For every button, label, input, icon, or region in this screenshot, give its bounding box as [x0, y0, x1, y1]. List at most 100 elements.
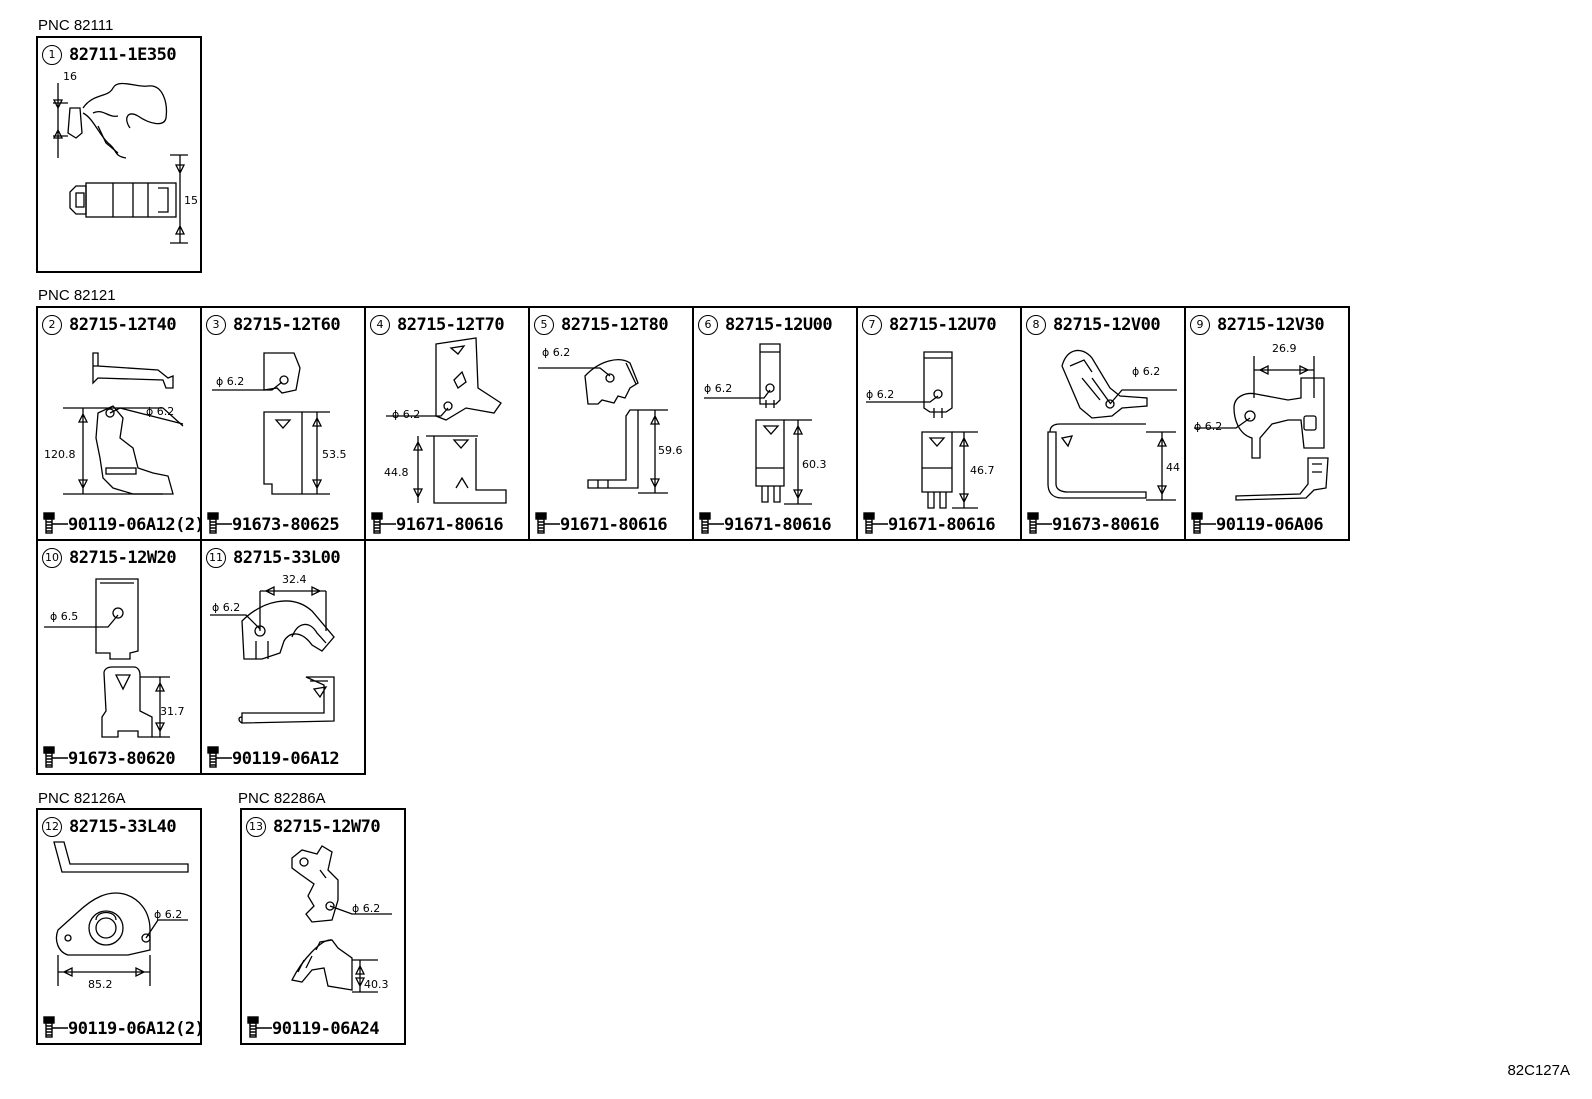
dimension-label: ϕ 6.5: [50, 610, 79, 623]
bolt-callout: 91673-80616: [1026, 511, 1160, 535]
bolt-callout: 90119-06A12(2): [42, 1015, 205, 1039]
panel-header: 13 82715-12W70: [246, 816, 381, 838]
bolt-callout: 91671-80616: [534, 511, 668, 535]
part-panel[interactable]: 3 82715-12T60 ϕ 6.2 53.5 91673-80625: [200, 306, 366, 541]
part-number: 82715-12T70: [397, 315, 505, 335]
bolt-part-number: 90119-06A06: [1216, 515, 1324, 535]
dimension-label: 40.3: [364, 978, 389, 991]
dimension-label: 44: [1166, 461, 1180, 474]
part-panel[interactable]: 5 82715-12T80 ϕ 6.2 59.6 91671-80616: [528, 306, 694, 541]
dimension-label: 16: [63, 70, 77, 83]
dimension-label: 53.5: [322, 448, 347, 461]
bolt-callout: 91671-80616: [862, 511, 996, 535]
bracket-drawing: [1194, 356, 1329, 501]
part-number: 82715-33L00: [233, 548, 341, 568]
part-number: 82715-12T60: [233, 315, 341, 335]
part-panel[interactable]: 7 82715-12U70 ϕ 6.2 46.7 91671-80616: [856, 306, 1022, 541]
callout-number: 11: [206, 548, 226, 568]
part-panel[interactable]: 10 82715-12W20 ϕ 6.5 31.7 91673-80620: [36, 539, 202, 775]
dimension-label: ϕ 6.2: [1194, 420, 1223, 433]
callout-number: 7: [862, 315, 882, 335]
part-number: 82715-12W20: [69, 548, 177, 568]
bolt-callout: 90119-06A24: [246, 1015, 380, 1039]
bolt-callout: 90119-06A06: [1190, 511, 1324, 535]
bracket-drawing: [291, 845, 392, 993]
callout-number: 8: [1026, 315, 1046, 335]
dimension-label: ϕ 6.2: [154, 908, 183, 921]
dimension-label: ϕ 6.2: [212, 601, 241, 614]
panel-header: 4 82715-12T70: [370, 314, 505, 336]
bolt-icon: [43, 1016, 68, 1038]
dimension-label: ϕ 6.2: [392, 408, 421, 421]
panel-header: 3 82715-12T60: [206, 314, 341, 336]
panel-header: 5 82715-12T80: [534, 314, 669, 336]
panel-header: 11 82715-33L00: [206, 547, 341, 569]
panel-header: 9 82715-12V30: [1190, 314, 1325, 336]
part-panel[interactable]: 9 82715-12V30 26.9 ϕ 6.2 90119-06A06: [1184, 306, 1350, 541]
bolt-callout: 90119-06A12: [206, 745, 340, 769]
dimension-label: ϕ 6.2: [866, 388, 895, 401]
part-number: 82715-12V30: [1217, 315, 1325, 335]
dimension-label: ϕ 6.2: [216, 375, 245, 388]
bolt-callout: 91671-80616: [370, 511, 504, 535]
part-panel[interactable]: 11 82715-33L00 32.4 ϕ 6.2 90119-06A12: [200, 539, 366, 775]
bolt-icon: [1191, 512, 1216, 534]
part-number: 82715-12V00: [1053, 315, 1161, 335]
bolt-icon: [371, 512, 396, 534]
dimension-label: 44.8: [384, 466, 409, 479]
dimension-label: 59.6: [658, 444, 683, 457]
part-number: 82715-12U70: [889, 315, 997, 335]
part-number: 82715-12U00: [725, 315, 833, 335]
dimension-label: 46.7: [970, 464, 995, 477]
bracket-drawing: [210, 585, 335, 724]
part-number: 82715-12T40: [69, 315, 177, 335]
bolt-part-number: 90119-06A24: [272, 1019, 380, 1039]
bracket-drawing: [866, 351, 978, 509]
bracket-drawing: [212, 352, 330, 495]
part-panel[interactable]: 4 82715-12T70 ϕ 6.2 44.8 91671-80616: [364, 306, 530, 541]
callout-number: 12: [42, 817, 62, 837]
part-panel[interactable]: 13 82715-12W70 ϕ 6.2 40.3 90119-06A24: [240, 808, 406, 1045]
callout-number: 2: [42, 315, 62, 335]
dimension-label: ϕ 6.2: [146, 405, 175, 418]
callout-number: 9: [1190, 315, 1210, 335]
bolt-part-number: 90119-06A12(2): [68, 515, 205, 535]
bolt-callout: 90119-06A12(2): [42, 511, 205, 535]
dimension-label: ϕ 6.2: [704, 382, 733, 395]
dimension-label: ϕ 6.2: [542, 346, 571, 359]
bolt-callout: 91673-80620: [42, 745, 176, 769]
panel-header: 7 82715-12U70: [862, 314, 997, 336]
dimension-label: ϕ 6.2: [1132, 365, 1161, 378]
part-panel[interactable]: 12 82715-33L40 ϕ 6.2 85.2 90119-06A12(2): [36, 808, 205, 1045]
bolt-part-number: 91671-80616: [724, 515, 832, 535]
panel-header: 2 82715-12T40: [42, 314, 177, 336]
clip-drawing: [52, 82, 188, 244]
bracket-drawing: [63, 352, 184, 495]
bolt-callout: 91671-80616: [698, 511, 832, 535]
bracket-drawing: [704, 343, 812, 505]
part-panel[interactable]: 6 82715-12U00 ϕ 6.2 60.3 91671-80616: [692, 306, 858, 541]
bolt-part-number: 91671-80616: [560, 515, 668, 535]
bolt-icon: [207, 512, 232, 534]
callout-number: 13: [246, 817, 266, 837]
dimension-label: 31.7: [160, 705, 185, 718]
bolt-icon: [247, 1016, 272, 1038]
part-panel[interactable]: 8 82715-12V00 ϕ 6.2 44 91673-80616: [1020, 306, 1186, 541]
panel-header: 6 82715-12U00: [698, 314, 833, 336]
bracket-drawing: [386, 337, 507, 504]
bolt-icon: [1027, 512, 1052, 534]
bolt-icon: [699, 512, 724, 534]
bolt-icon: [43, 746, 68, 768]
bolt-part-number: 90119-06A12(2): [68, 1019, 205, 1039]
bolt-callout: 91673-80625: [206, 511, 340, 535]
dimension-label: 60.3: [802, 458, 827, 471]
bolt-icon: [207, 746, 232, 768]
dimension-label: 26.9: [1272, 342, 1297, 355]
bolt-part-number: 90119-06A12: [232, 749, 340, 769]
callout-number: 10: [42, 548, 62, 568]
dimension-label: 120.8: [44, 448, 76, 461]
part-panel[interactable]: 1 82711-1E350 16 15: [36, 36, 202, 273]
figure-code: 82C127A: [1507, 1062, 1570, 1079]
bolt-part-number: 91671-80616: [888, 515, 996, 535]
part-panel[interactable]: 2 82715-12T40 ϕ 6.2 120.8 90119-06A12(2): [36, 306, 205, 541]
